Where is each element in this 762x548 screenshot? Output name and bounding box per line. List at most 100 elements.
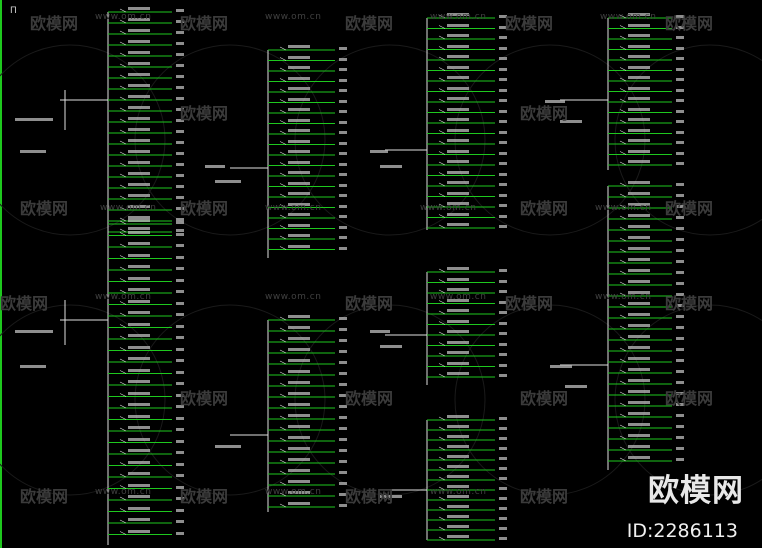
circuit-label-mark bbox=[20, 365, 46, 368]
circuit-label-mark bbox=[447, 485, 469, 488]
breaker-symbol bbox=[119, 358, 127, 363]
breaker-symbol bbox=[619, 248, 627, 253]
circuit-label-mark bbox=[628, 357, 650, 360]
circuit-label-mark bbox=[128, 391, 150, 395]
breaker-symbol bbox=[279, 67, 287, 72]
circuit-label-mark bbox=[339, 183, 347, 187]
breaker-symbol bbox=[619, 303, 627, 308]
circuit-label-mark bbox=[676, 359, 684, 362]
watermark-site-text: www.om.cn bbox=[95, 12, 152, 22]
circuit-label-mark bbox=[288, 436, 310, 439]
circuit-label-mark bbox=[176, 97, 184, 100]
circuit-label-mark bbox=[176, 301, 184, 305]
circuit-label-mark bbox=[339, 482, 347, 485]
breaker-symbol bbox=[438, 268, 446, 273]
breaker-symbol bbox=[119, 439, 127, 443]
breaker-symbol bbox=[119, 243, 127, 248]
breaker-symbol bbox=[438, 446, 446, 451]
circuit-label-mark bbox=[628, 269, 650, 272]
circuit-label-mark bbox=[628, 313, 650, 316]
circuit-label-mark bbox=[176, 163, 184, 166]
circuit-label-mark bbox=[339, 162, 347, 166]
circuit-label-mark bbox=[176, 218, 184, 221]
breaker-symbol bbox=[619, 270, 627, 275]
circuit-label-mark bbox=[447, 445, 469, 448]
watermark-logo-text: 欧模网 bbox=[180, 14, 229, 33]
circuit-label-mark bbox=[288, 76, 310, 80]
breaker-symbol bbox=[619, 46, 627, 50]
circuit-label-mark bbox=[628, 412, 650, 415]
circuit-label-mark bbox=[288, 150, 310, 153]
circuit-label-mark bbox=[128, 40, 150, 43]
circuit-label-mark bbox=[447, 107, 469, 111]
circuit-label-mark bbox=[176, 531, 184, 535]
breaker-symbol bbox=[438, 77, 446, 82]
circuit-label-mark bbox=[447, 128, 469, 132]
circuit-label-mark bbox=[447, 191, 469, 195]
breaker-symbol bbox=[438, 342, 446, 346]
circuit-label-mark bbox=[550, 365, 572, 368]
watermark-logo-text: 欧模网 bbox=[180, 389, 229, 408]
circuit-label-mark bbox=[628, 401, 650, 404]
circuit-label-mark bbox=[447, 13, 469, 16]
circuit-label-mark bbox=[128, 216, 150, 219]
circuit-label-mark bbox=[676, 88, 684, 92]
circuit-label-mark bbox=[628, 379, 650, 382]
circuit-label-mark bbox=[176, 405, 184, 408]
breaker-symbol bbox=[438, 466, 446, 471]
circuit-label-mark bbox=[176, 347, 184, 351]
circuit-label-mark bbox=[676, 183, 684, 186]
circuit-label-mark bbox=[288, 337, 310, 340]
circuit-label-mark bbox=[176, 119, 184, 122]
breaker-symbol bbox=[279, 393, 287, 398]
circuit-label-mark bbox=[676, 425, 684, 428]
breaker-symbol bbox=[279, 316, 287, 321]
breaker-symbol bbox=[119, 85, 127, 90]
breaker-symbol bbox=[438, 109, 446, 113]
breaker-symbol bbox=[119, 41, 127, 46]
circuit-label-mark bbox=[128, 449, 150, 452]
brand-watermark: 欧模网 bbox=[648, 473, 744, 509]
circuit-label-mark bbox=[447, 372, 469, 375]
circuit-label-mark bbox=[339, 350, 347, 353]
circuit-label-mark bbox=[288, 480, 310, 483]
circuit-label-mark bbox=[20, 150, 46, 153]
breaker-symbol bbox=[119, 19, 127, 24]
circuit-label-mark bbox=[499, 78, 507, 81]
watermark-logo-text: 欧模网 bbox=[665, 14, 714, 33]
breaker-symbol bbox=[279, 162, 287, 166]
breaker-symbol bbox=[438, 373, 446, 378]
circuit-label-mark bbox=[339, 110, 347, 113]
circuit-label-mark bbox=[215, 180, 241, 183]
circuit-label-mark bbox=[447, 505, 469, 508]
circuit-label-mark bbox=[15, 330, 53, 333]
circuit-label-mark bbox=[339, 68, 347, 71]
watermark-site-text: www.om.cn bbox=[265, 12, 322, 22]
breaker-symbol bbox=[279, 371, 287, 376]
circuit-label-mark bbox=[288, 447, 310, 450]
circuit-label-mark bbox=[447, 23, 469, 27]
breaker-symbol bbox=[438, 289, 446, 294]
circuit-label-mark bbox=[628, 280, 650, 283]
circuit-label-mark bbox=[176, 485, 184, 489]
circuit-label-mark bbox=[447, 465, 469, 468]
breaker-symbol bbox=[619, 98, 627, 103]
watermark-arc bbox=[0, 304, 166, 496]
breaker-symbol bbox=[279, 88, 287, 93]
circuit-label-mark bbox=[339, 339, 347, 342]
breaker-symbol bbox=[438, 416, 446, 421]
circuit-label-mark bbox=[128, 172, 150, 175]
circuit-label-mark bbox=[499, 269, 507, 272]
watermark-site-text: www.om.cn bbox=[95, 292, 152, 302]
circuit-label-mark bbox=[288, 66, 310, 69]
breaker-symbol bbox=[438, 182, 446, 187]
circuit-label-mark bbox=[128, 95, 150, 98]
circuit-label-mark bbox=[676, 67, 684, 71]
circuit-label-mark bbox=[128, 414, 150, 418]
circuit-label-mark bbox=[339, 460, 347, 463]
circuit-label-mark bbox=[339, 141, 347, 145]
circuit-label-mark bbox=[176, 130, 184, 133]
circuit-label-mark bbox=[676, 403, 684, 406]
circuit-label-mark bbox=[676, 326, 684, 329]
